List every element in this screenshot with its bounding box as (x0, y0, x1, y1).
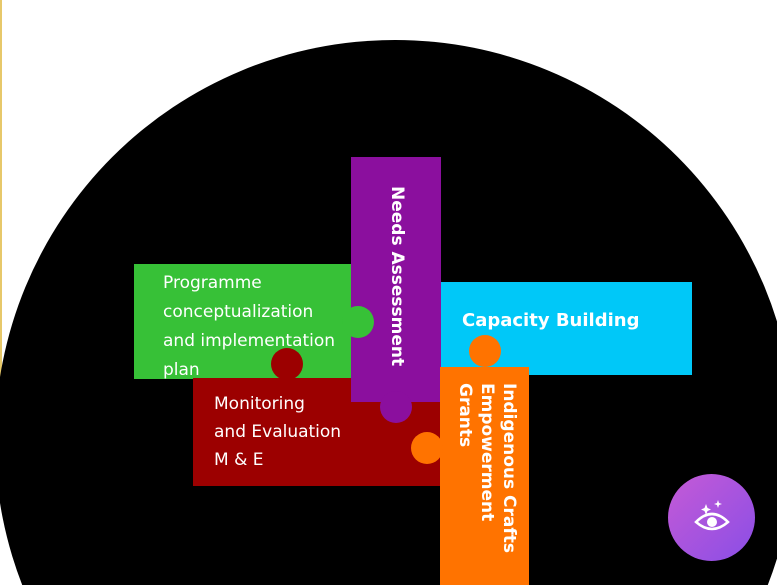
knob-monitoring (271, 348, 303, 380)
diagram-background-circle: Programme conceptualization and implemen… (0, 40, 777, 585)
label-capacity: Capacity Building (462, 310, 640, 331)
knob-needs-right (342, 306, 374, 338)
label-needs: Needs Assessment (387, 186, 407, 367)
piece-indigenous (440, 367, 529, 585)
knob-needs-bottom (380, 391, 412, 423)
floating-action-button[interactable] (668, 474, 755, 561)
piece-programme (134, 264, 358, 379)
label-programme: Programme conceptualization and implemen… (163, 273, 336, 380)
eye-sparkle-icon (693, 499, 730, 530)
label-indigenous: Indigenous Crafts Empowerment Grants (455, 383, 519, 554)
knob-indigenous-top (469, 335, 501, 367)
knob-indigenous-left (411, 432, 443, 464)
label-monitoring: Monitoring and Evaluation M & E (214, 394, 342, 470)
piece-needs (351, 157, 441, 402)
